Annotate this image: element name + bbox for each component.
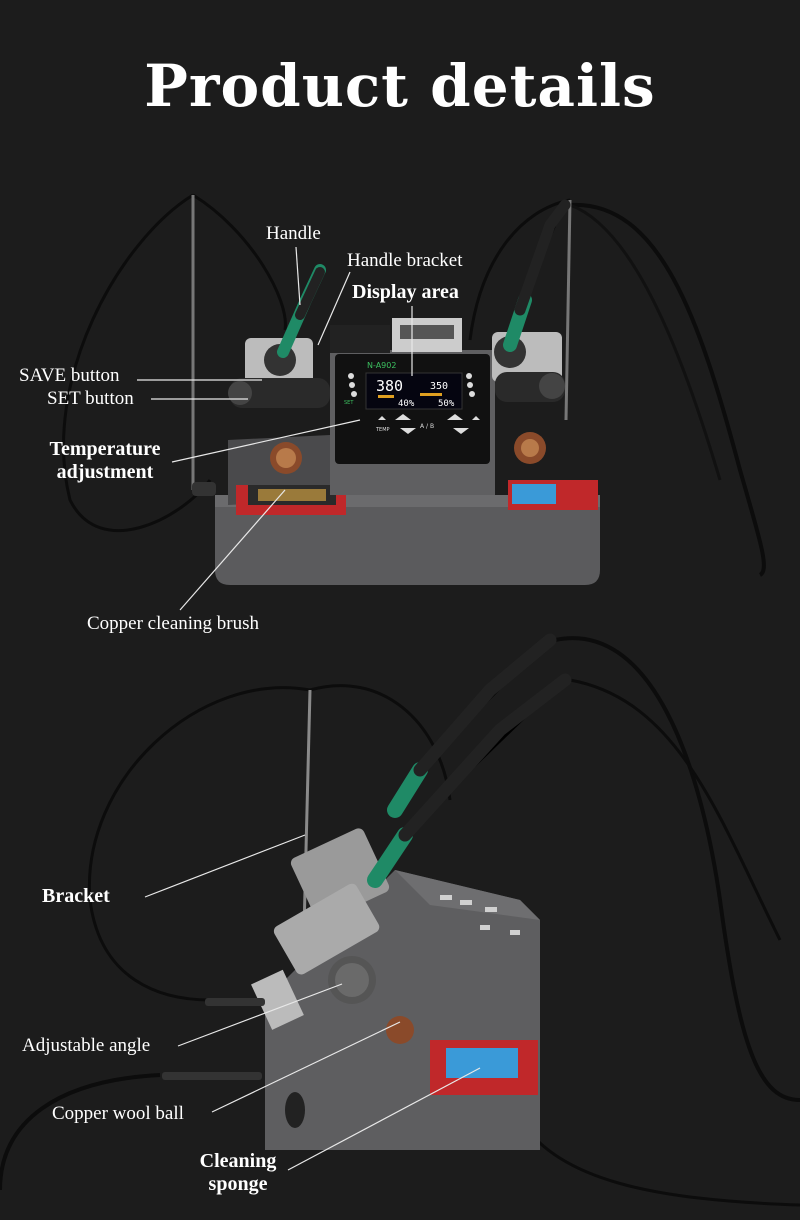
display-ab-label: A / B	[420, 423, 434, 430]
label-bracket: Bracket	[42, 885, 110, 907]
label-save-button: SAVE button	[19, 365, 120, 386]
label-line: adjustment	[56, 461, 154, 483]
label-set-button: SET button	[47, 388, 134, 409]
label-display-area: Display area	[352, 281, 459, 303]
bottom-station	[0, 633, 800, 1207]
display-temp-a: 380	[376, 377, 403, 395]
label-cleaning-sponge: Cleaning sponge	[178, 1150, 298, 1196]
label-line: Temperature	[49, 438, 161, 460]
label-handle-bracket: Handle bracket	[347, 250, 463, 271]
display-power-b: 50%	[438, 399, 455, 409]
label-handle: Handle	[266, 223, 321, 244]
display-temp-b: 350	[430, 381, 448, 392]
label-temperature-adjustment: Temperature adjustment	[30, 438, 180, 484]
label-line: sponge	[208, 1173, 268, 1195]
top-station: N-A902 380 350 40% 50% A / B	[62, 193, 766, 585]
page-title: Product details	[144, 52, 656, 120]
label-adjustable-angle: Adjustable angle	[22, 1035, 151, 1056]
label-copper-cleaning-brush: Copper cleaning brush	[87, 613, 260, 634]
display-power-a: 40%	[398, 399, 415, 409]
label-line: Cleaning	[199, 1150, 277, 1172]
label-copper-wool-ball: Copper wool ball	[52, 1103, 184, 1124]
leader-lines	[137, 246, 481, 1171]
display-model: N-A902	[367, 361, 396, 370]
